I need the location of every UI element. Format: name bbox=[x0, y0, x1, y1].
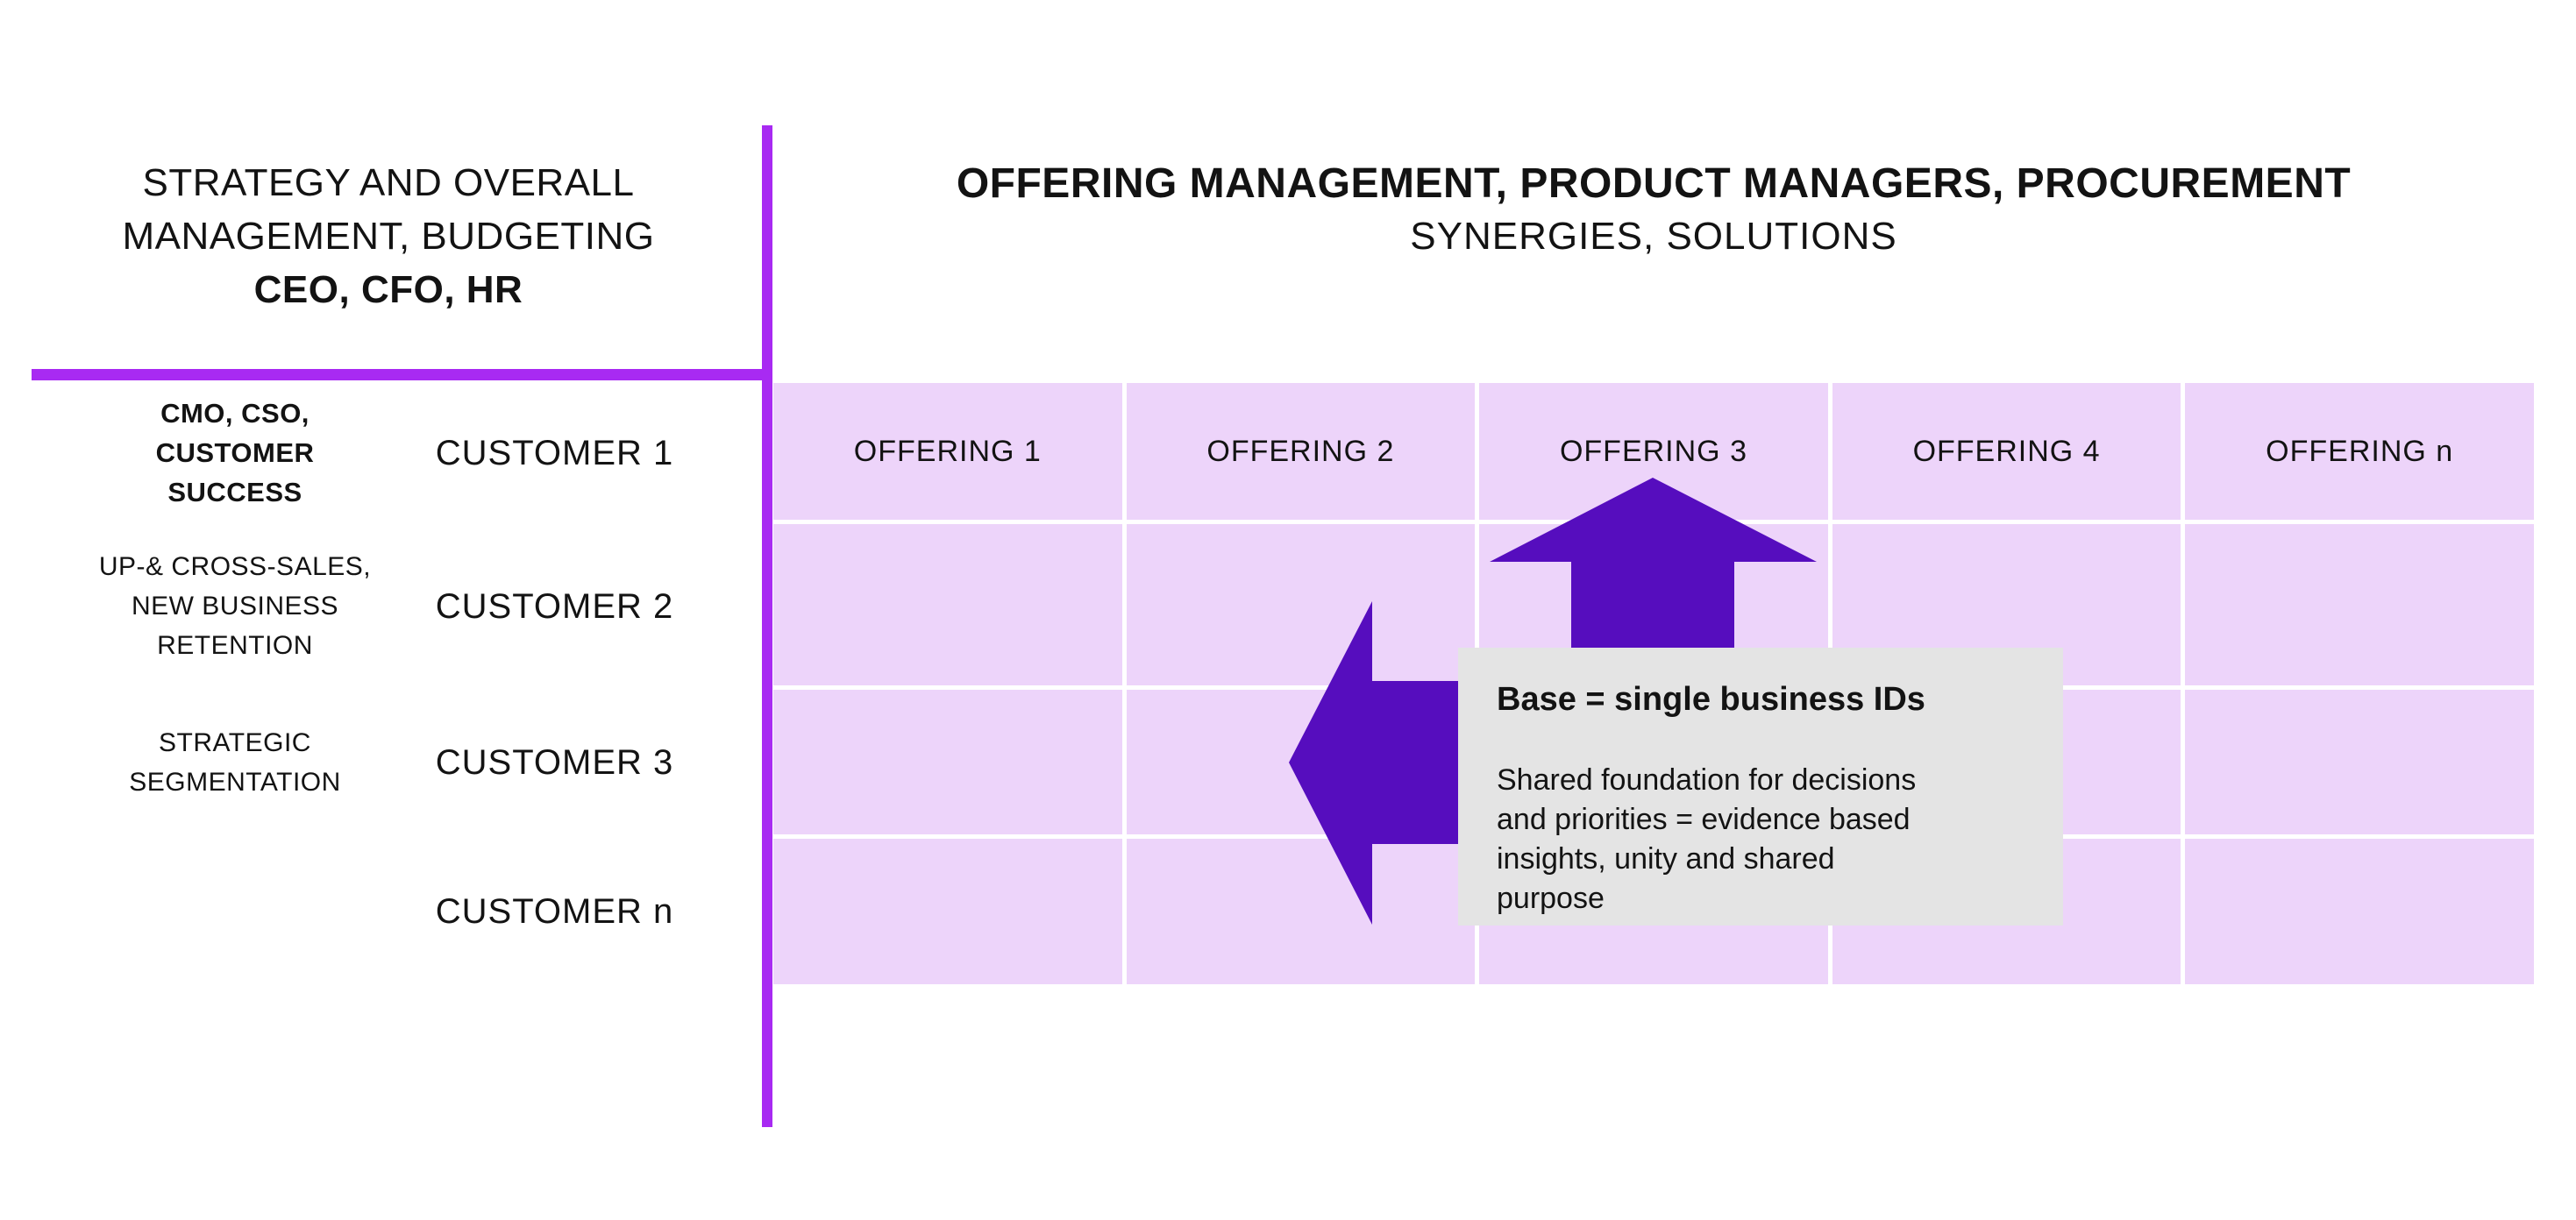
top-right-title-line-2: SYNERGIES, SOLUTIONS bbox=[1410, 215, 1897, 258]
side-label-line: RETENTION bbox=[157, 631, 313, 660]
callout-body-line: insights, unity and shared bbox=[1497, 842, 1835, 876]
top-left-title-line-2: MANAGEMENT, BUDGETING bbox=[122, 215, 655, 258]
side-label-line: SUCCESS bbox=[167, 477, 302, 507]
matrix-cell bbox=[773, 524, 1122, 685]
offering-label: OFFERING 4 bbox=[1912, 434, 2101, 468]
side-label-line: UP-& CROSS-SALES, bbox=[98, 552, 372, 581]
offering-label: OFFERING 2 bbox=[1206, 434, 1395, 468]
side-label-line: NEW BUSINESS bbox=[131, 592, 339, 621]
side-label-strategic-segmentation: STRATEGIC SEGMENTATION bbox=[51, 723, 419, 802]
offering-label: OFFERING n bbox=[2266, 434, 2454, 468]
offering-label: OFFERING 3 bbox=[1559, 434, 1747, 468]
top-right-title-line-1: OFFERING MANAGEMENT, PRODUCT MANAGERS, P… bbox=[956, 160, 2352, 207]
matrix-header-cell-offering-2: OFFERING 2 bbox=[1126, 383, 1476, 520]
row-label-customer-2: CUSTOMER 2 bbox=[435, 587, 674, 626]
top-left-title-line-3: CEO, CFO, HR bbox=[253, 268, 523, 311]
horizontal-divider-line bbox=[32, 369, 772, 380]
side-label-line: CUSTOMER bbox=[155, 437, 315, 468]
side-label-line: STRATEGIC bbox=[159, 728, 311, 757]
row-label-customer-n: CUSTOMER n bbox=[435, 892, 674, 931]
vertical-divider-line bbox=[762, 125, 772, 1127]
matrix-cell bbox=[2185, 690, 2534, 834]
matrix-header-cell-offering-3: OFFERING 3 bbox=[1479, 383, 1828, 520]
callout-box: Base = single business IDs Shared founda… bbox=[1458, 648, 2063, 926]
matrix-cell bbox=[1126, 524, 1476, 685]
side-label-cmo-cso-customer-success: CMO, CSO, CUSTOMER SUCCESS bbox=[51, 394, 419, 512]
matrix-header-cell-offering-n: OFFERING n bbox=[2185, 383, 2534, 520]
callout-body-line: Shared foundation for decisions bbox=[1497, 763, 1917, 797]
side-label-up-cross-sales: UP-& CROSS-SALES, NEW BUSINESS RETENTION bbox=[51, 547, 419, 665]
row-label-customer-1: CUSTOMER 1 bbox=[435, 434, 674, 472]
offering-label: OFFERING 1 bbox=[853, 434, 1042, 468]
callout-title: Base = single business IDs bbox=[1497, 681, 1925, 718]
matrix-cell bbox=[1126, 839, 1476, 984]
side-label-line: SEGMENTATION bbox=[129, 768, 341, 797]
top-right-quadrant-title: OFFERING MANAGEMENT, PRODUCT MANAGERS, P… bbox=[773, 158, 2534, 263]
matrix-cell bbox=[1126, 690, 1476, 834]
row-label-customer-3: CUSTOMER 3 bbox=[435, 743, 674, 782]
matrix-header-cell-offering-1: OFFERING 1 bbox=[773, 383, 1122, 520]
side-label-line: CMO, CSO, bbox=[160, 398, 310, 429]
callout-body-line: and priorities = evidence based bbox=[1497, 803, 1911, 836]
matrix-header-cell-offering-4: OFFERING 4 bbox=[1832, 383, 2181, 520]
matrix-cell bbox=[773, 839, 1122, 984]
callout-body-line: purpose bbox=[1497, 882, 1605, 915]
matrix-cell bbox=[773, 690, 1122, 834]
top-left-quadrant-title: STRATEGY AND OVERALL MANAGEMENT, BUDGETI… bbox=[32, 156, 745, 316]
matrix-cell bbox=[2185, 839, 2534, 984]
top-left-title-line-1: STRATEGY AND OVERALL bbox=[142, 161, 635, 204]
matrix-cell bbox=[2185, 524, 2534, 685]
